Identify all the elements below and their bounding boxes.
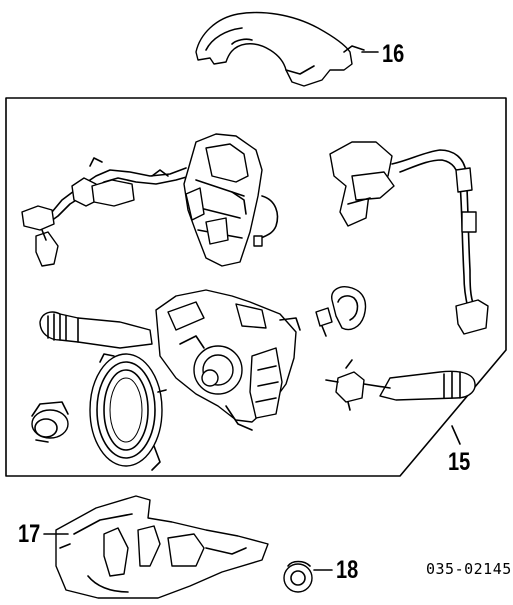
upper-column-cover-icon	[195, 11, 365, 87]
leader-15	[451, 425, 461, 445]
wiring-harness-right-icon	[329, 141, 489, 335]
bushing-icon	[31, 401, 69, 443]
combination-switch-icon	[155, 289, 301, 431]
callout-16: 16	[382, 40, 405, 68]
grommet-icon	[283, 560, 313, 593]
turn-signal-stalk-icon	[39, 311, 153, 349]
callout-17: 17	[18, 520, 41, 548]
callout-15: 15	[448, 448, 471, 476]
clamp-icon	[315, 286, 367, 337]
lower-column-cover-icon	[55, 495, 269, 599]
wiring-harness-left-icon	[21, 157, 191, 267]
assembly-frame	[5, 97, 507, 477]
wiper-stalk-icon	[325, 359, 476, 411]
spiral-cable-icon	[89, 353, 167, 471]
ignition-switch-icon	[183, 133, 279, 267]
callout-18: 18	[336, 556, 359, 584]
diagram-code: 035-02145	[426, 560, 512, 578]
